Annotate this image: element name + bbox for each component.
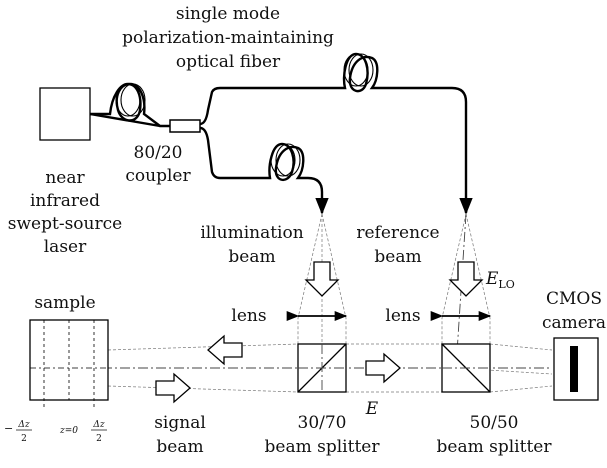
signal-label-2: beam [156,437,203,457]
illumination-label-1: illumination [200,223,303,243]
lens-left-label: lens [231,306,266,326]
camera-label-1: CMOS [546,289,602,309]
laser-box [39,87,91,141]
fiber-label-line1: single mode [176,4,280,24]
laser-label-4: laser [44,237,87,257]
fiber-label-line2: polarization-maintaining [122,28,334,48]
fiber-illumination-arm [199,126,329,215]
backward-hollow-arrow [207,334,243,366]
bs-right-label-2: beam splitter [437,437,553,457]
laser-label-2: infrared [30,191,100,211]
fiber-reference-arm [199,52,473,215]
svg-text:−: − [4,422,13,435]
e-field-label: E [365,399,379,419]
elo-label: ELO [485,269,515,291]
signal-label-1: signal [154,413,206,433]
sample-label: sample [34,293,95,313]
camera-label-2: camera [542,313,606,333]
cmos-camera [553,337,599,401]
svg-text:z=0: z=0 [59,426,78,436]
coupler-label-2: coupler [125,166,191,186]
coupler-label-1: 80/20 [134,143,183,163]
fiber-label-line3: optical fiber [176,52,281,72]
reference-label-2: beam [374,247,421,267]
beam-splitter-30-70 [297,343,347,393]
beam-splitter-50-50 [441,343,491,393]
field-e-hollow-arrow [365,352,401,384]
bs-left-label-2: beam splitter [265,437,381,457]
laser-label-1: near [45,168,85,188]
svg-text:2: 2 [21,434,27,444]
lens-right-label: lens [385,306,420,326]
svg-text:2: 2 [96,434,102,444]
reference-hollow-arrow [448,261,484,297]
bs-right-label-1: 50/50 [470,413,519,433]
reference-label-1: reference [356,223,439,243]
svg-text:Δz: Δz [17,420,29,430]
fiber-coil-laser [89,82,170,128]
illumination-hollow-arrow [304,261,340,297]
svg-text:Δz: Δz [92,420,104,430]
sample-block [29,319,109,410]
depth-ticks: − Δz 2 z=0 Δz 2 [4,420,107,444]
illumination-label-2: beam [228,247,275,267]
bs-left-label-1: 30/70 [298,413,347,433]
signal-hollow-arrow [155,372,191,404]
laser-label-3: swept-source [8,214,122,234]
coupler-box [169,119,201,133]
